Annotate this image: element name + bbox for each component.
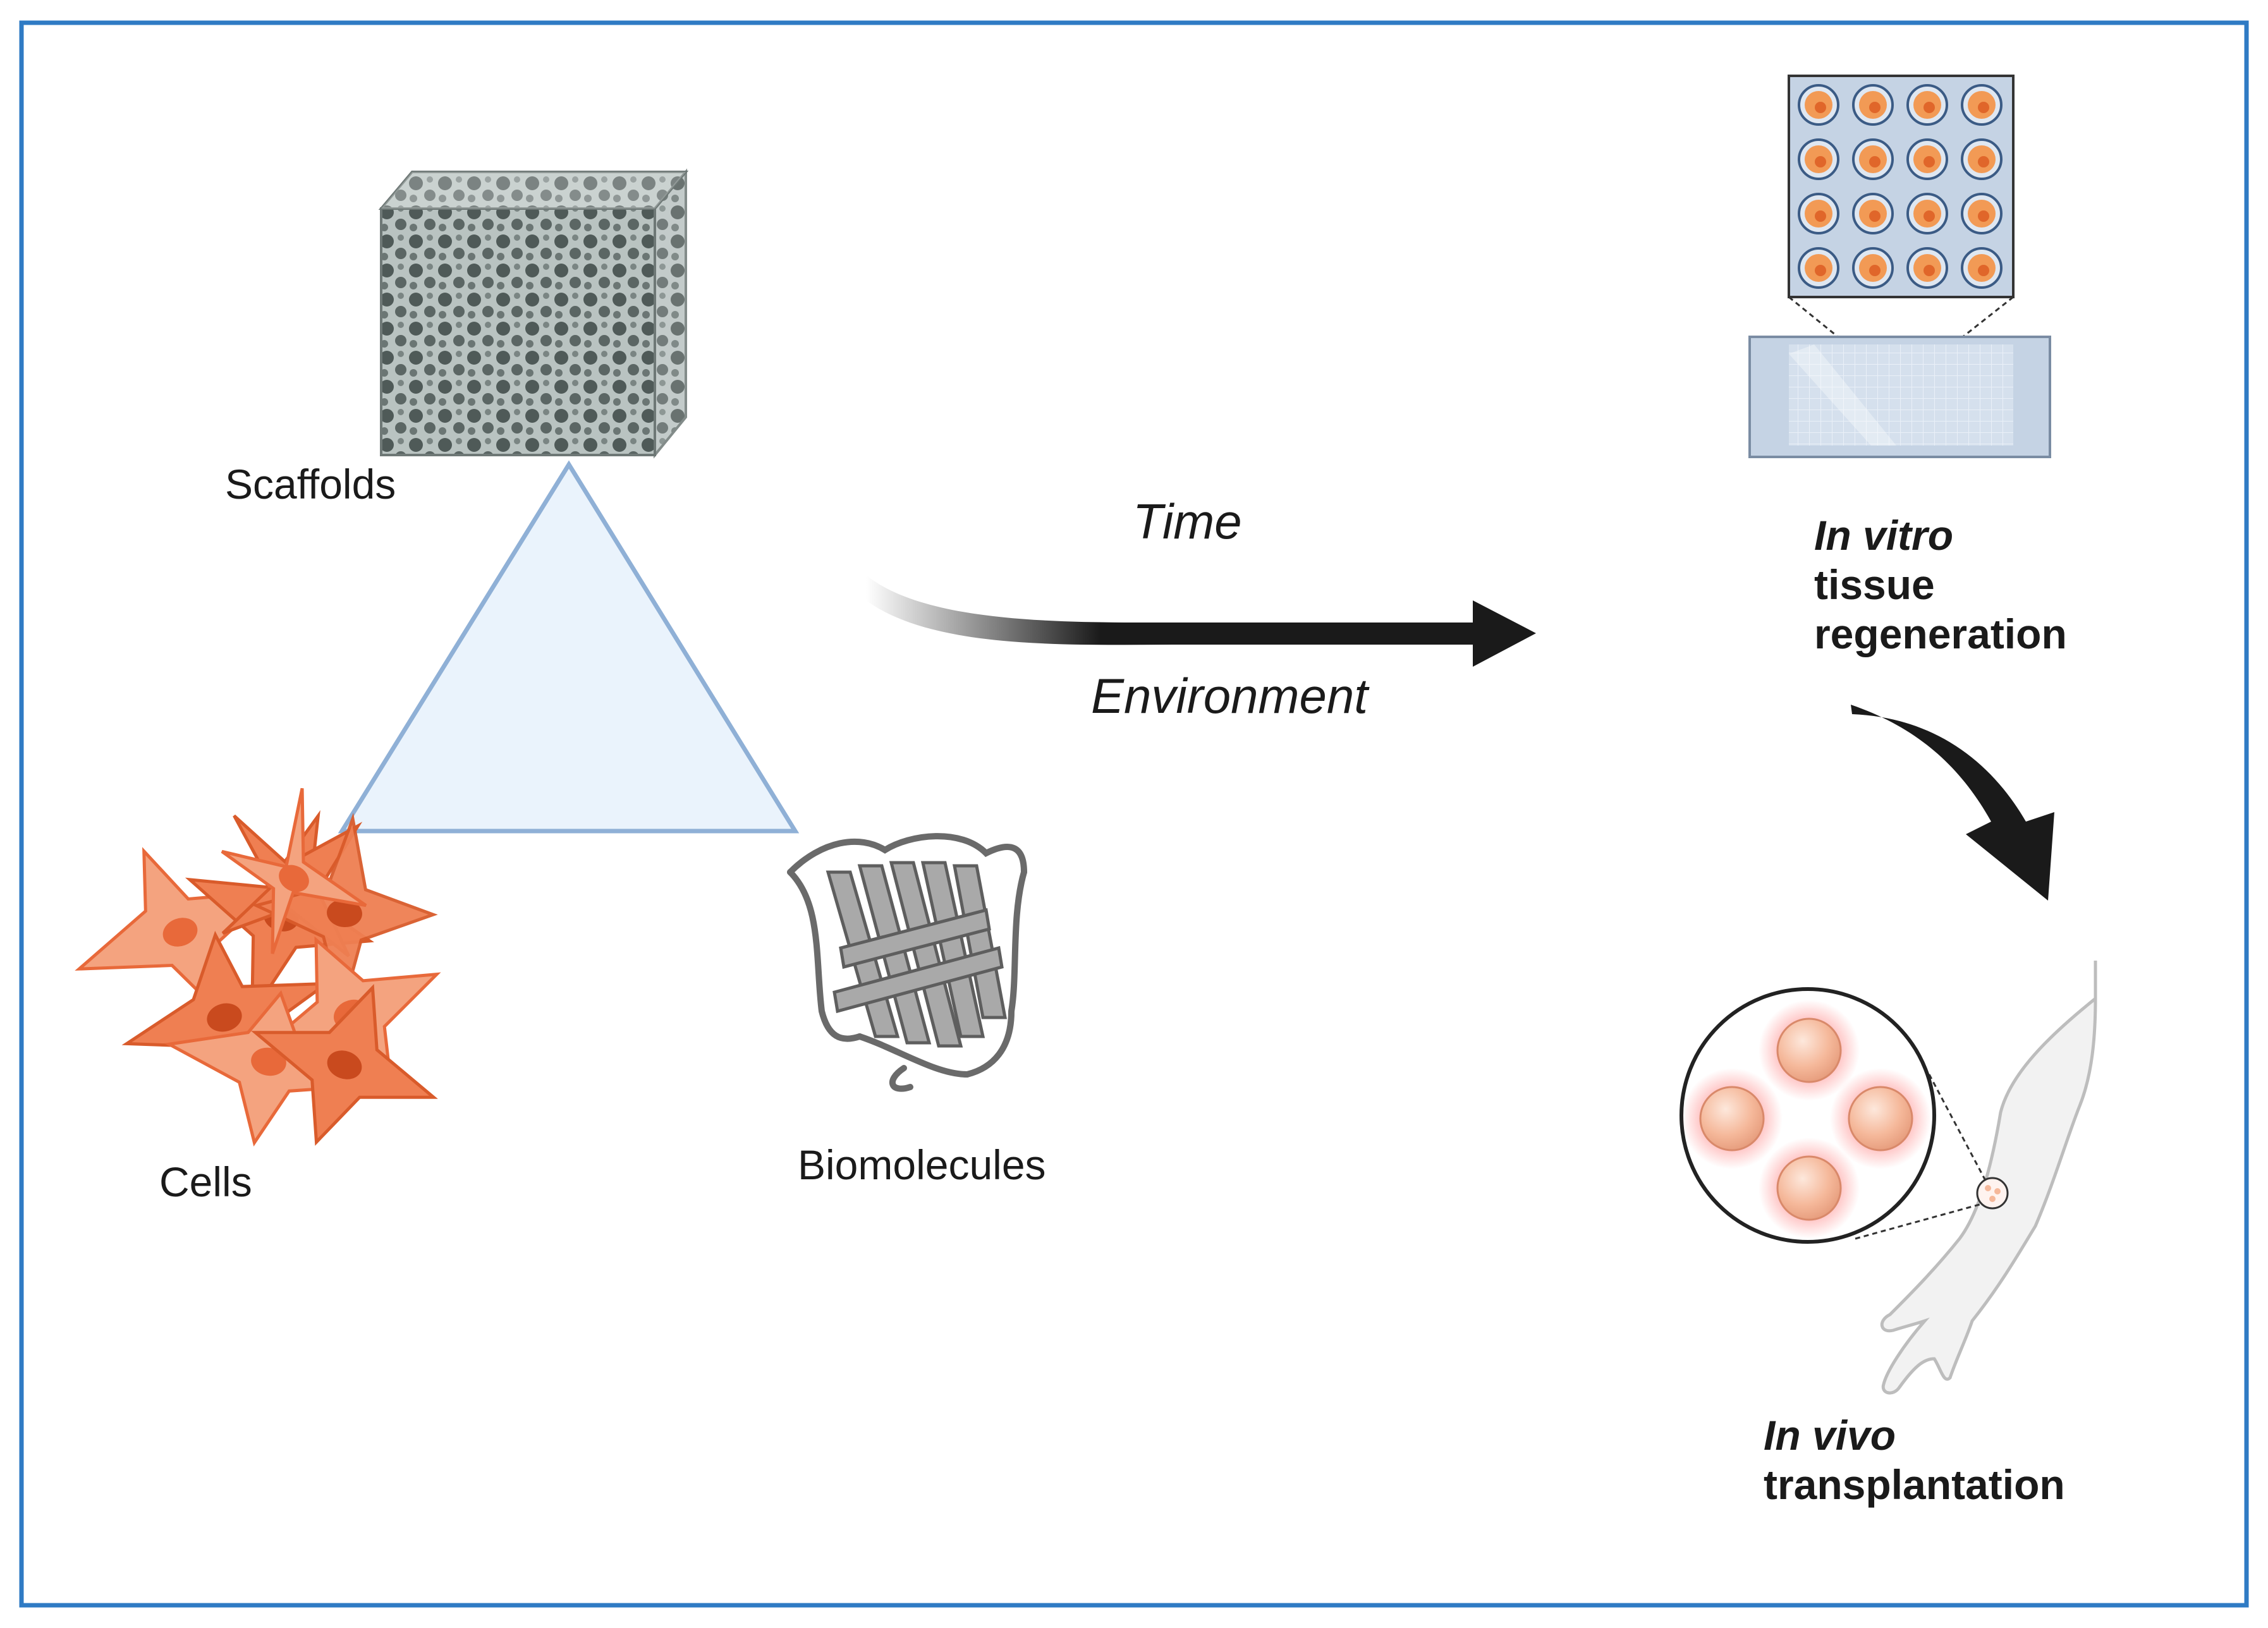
label-cells: Cells — [159, 1158, 252, 1205]
tissue-sphere — [1776, 1155, 1842, 1221]
well-cell-nucleus — [1869, 102, 1881, 113]
well-cell-nucleus — [1815, 265, 1826, 276]
label-in-vivo-transplantation: transplantation — [1764, 1461, 2065, 1508]
curved-down-arrow — [1851, 705, 2054, 901]
well-cell-nucleus — [1869, 210, 1881, 222]
tissue-sphere — [1776, 1018, 1842, 1083]
tissue-sphere — [1699, 1086, 1765, 1151]
well-cell-nucleus — [1924, 156, 1935, 167]
well-cell-nucleus — [1869, 265, 1881, 276]
well-cell-nucleus — [1978, 156, 1989, 167]
well-cell-nucleus — [1815, 156, 1826, 167]
well-cell-nucleus — [1924, 102, 1935, 113]
well-cell-nucleus — [1978, 210, 1989, 222]
arm-implant-icon — [1680, 961, 2097, 1395]
label-scaffolds: Scaffolds — [225, 461, 396, 507]
label-in-vitro: In vitro — [1814, 512, 1954, 559]
label-biomolecules: Biomolecules — [798, 1141, 1046, 1188]
triad-triangle — [338, 460, 800, 834]
time-environment-arrow — [866, 575, 1536, 667]
well-cell-nucleus — [1924, 210, 1935, 222]
well-cell-nucleus — [1924, 265, 1935, 276]
well-cell-nucleus — [1815, 102, 1826, 113]
well-cell-nucleus — [1815, 210, 1826, 222]
label-in-vivo-block: In vivo transplantation — [1764, 1411, 2065, 1509]
well-cell-nucleus — [1978, 102, 1989, 113]
well-cell-nucleus — [1869, 156, 1881, 167]
protein-structure-icon — [787, 833, 1027, 1092]
well-cell-nucleus — [1978, 265, 1989, 276]
label-in-vitro-tissue: tissue — [1814, 561, 1935, 608]
protein-beta-strands — [826, 861, 1008, 1048]
label-in-vitro-block: In vitro tissue regeneration — [1814, 511, 2067, 659]
cell-cluster-icon — [75, 787, 441, 1147]
well-plate-icon — [1748, 75, 2051, 458]
label-time: Time — [1133, 494, 1242, 549]
label-in-vivo: In vivo — [1764, 1412, 1896, 1459]
tissue-sphere — [1848, 1086, 1913, 1151]
label-in-vitro-regeneration: regeneration — [1814, 610, 2067, 657]
label-environment: Environment — [1091, 668, 1368, 724]
porous-scaffold-cube-icon — [378, 168, 689, 459]
